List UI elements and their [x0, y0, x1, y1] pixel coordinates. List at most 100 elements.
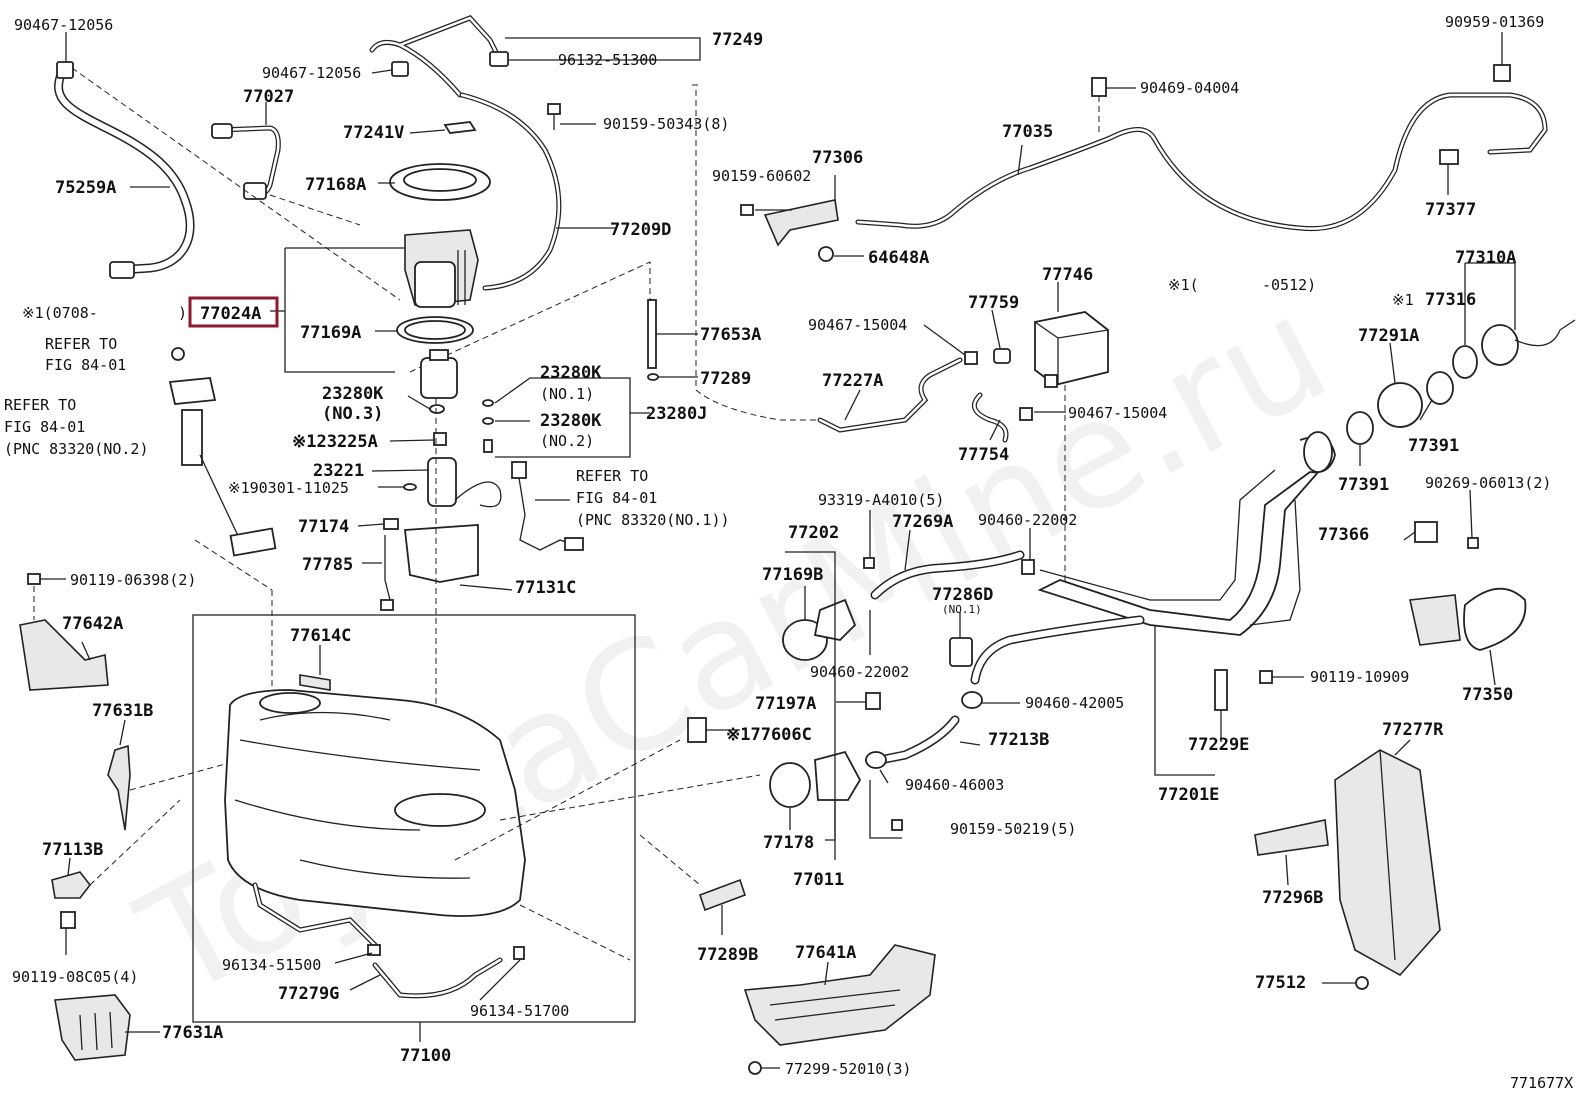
- bracket-77606c[interactable]: [687, 717, 707, 743]
- pump-cup-77131c[interactable]: [404, 524, 479, 583]
- gasket-77391[interactable]: [1346, 371, 1454, 445]
- label-part-77113b[interactable]: 77113B: [42, 840, 103, 860]
- sensor-77229e[interactable]: [1214, 669, 1228, 711]
- bolt-90159-50343[interactable]: [547, 103, 561, 130]
- label-part-90467-12056-b[interactable]: 90467-12056: [262, 64, 361, 82]
- label-part-64648a[interactable]: 64648A: [868, 248, 929, 268]
- label-part-77746[interactable]: 77746: [1042, 265, 1093, 285]
- label-part-77277r[interactable]: 77277R: [1382, 720, 1444, 740]
- label-part-96134-51500[interactable]: 96134-51500: [222, 956, 321, 974]
- label-part-90119-06398[interactable]: 90119-06398(2): [70, 571, 196, 589]
- label-part-90467-12056[interactable]: 90467-12056: [14, 16, 113, 34]
- oring-23280k[interactable]: [482, 399, 494, 453]
- label-part-77035[interactable]: 77035: [1002, 122, 1053, 142]
- label-part-90460-22002-b[interactable]: 90460-22002: [810, 663, 909, 681]
- label-part-77785[interactable]: 77785: [302, 555, 353, 575]
- label-part-90469-04004[interactable]: 90469-04004: [1140, 79, 1239, 97]
- label-part-96134-51700[interactable]: 96134-51700: [470, 1002, 569, 1020]
- cushion-23225a[interactable]: [433, 432, 447, 446]
- rod-77653a[interactable]: [647, 299, 659, 381]
- label-part-77299-52010[interactable]: 77299-52010(3): [785, 1060, 911, 1078]
- retainer-ring-77168a[interactable]: [389, 163, 491, 201]
- clamp-90460-42005[interactable]: [961, 691, 983, 709]
- pump-bracket-77024a[interactable]: [404, 229, 479, 308]
- label-part-90460-46003[interactable]: 90460-46003: [905, 776, 1004, 794]
- label-part-77227a[interactable]: 77227A: [822, 371, 883, 391]
- clamp-90467-15004[interactable]: [964, 351, 978, 365]
- bolt-90119-08c05[interactable]: [60, 911, 76, 929]
- label-part-77279g[interactable]: 77279G: [278, 984, 339, 1004]
- label-part-77631a[interactable]: 77631A: [162, 1023, 223, 1043]
- clip-77512[interactable]: [1355, 976, 1369, 990]
- label-part-90269-06013[interactable]: 90269-06013(2): [1425, 474, 1551, 492]
- label-part-77366[interactable]: 77366: [1318, 525, 1369, 545]
- label-part-77178[interactable]: 77178: [763, 833, 814, 853]
- gasket-77178[interactable]: [769, 762, 811, 808]
- hose-77027[interactable]: [211, 123, 281, 200]
- sender-gauge-77241v[interactable]: [443, 121, 477, 134]
- label-part-77377[interactable]: 77377: [1425, 200, 1476, 220]
- bracket-77306[interactable]: [763, 199, 839, 247]
- cap-77310a[interactable]: [1481, 319, 1576, 366]
- clamp-77197a[interactable]: [865, 692, 881, 710]
- label-part-90467-15004[interactable]: 90467-15004: [808, 316, 907, 334]
- clamp-90469-04004[interactable]: [1091, 77, 1107, 97]
- label-part-77653a[interactable]: 77653A: [700, 325, 761, 345]
- protector-77631a[interactable]: [54, 994, 131, 1061]
- clamp-90460-22002[interactable]: [1021, 559, 1035, 575]
- label-part-77249[interactable]: 77249: [712, 30, 763, 50]
- label-part-77606c[interactable]: ※177606C: [726, 725, 812, 745]
- label-part-77391-a[interactable]: 77391: [1408, 436, 1459, 456]
- label-part-77213b[interactable]: 77213B: [988, 730, 1049, 750]
- label-part-90460-22002[interactable]: 90460-22002: [978, 511, 1077, 529]
- label-part-23280j[interactable]: 23280J: [646, 404, 707, 424]
- label-part-90959-01369[interactable]: 90959-01369: [1445, 13, 1544, 31]
- label-part-77391-b[interactable]: 77391: [1338, 475, 1389, 495]
- label-part-77316[interactable]: 77316: [1425, 290, 1476, 310]
- fuel-tank-77100[interactable]: [224, 689, 526, 917]
- label-part-90301-11025[interactable]: ※190301-11025: [228, 479, 349, 497]
- bolt-90159-50219[interactable]: [891, 819, 903, 831]
- filter-23280k-no3[interactable]: [420, 349, 458, 414]
- label-part-93319-a4010[interactable]: 93319-A4010(5): [818, 491, 944, 509]
- label-part-90460-42005[interactable]: 90460-42005: [1025, 694, 1124, 712]
- clamp-90460-46003[interactable]: [865, 751, 887, 769]
- housing-77366[interactable]: [1414, 521, 1438, 543]
- label-part-77642a[interactable]: 77642A: [62, 614, 123, 634]
- label-part-90159-50343[interactable]: 90159-50343(8): [603, 115, 729, 133]
- label-part-77202[interactable]: 77202: [788, 523, 839, 543]
- label-part-23221[interactable]: 23221: [313, 461, 364, 481]
- hose-77269a[interactable]: [870, 550, 1025, 600]
- gasket-77169a[interactable]: [396, 316, 474, 344]
- filler-pipe-77201e[interactable]: [1037, 431, 1336, 636]
- ring-77291a[interactable]: [1377, 382, 1423, 428]
- label-part-77614c[interactable]: 77614C: [290, 626, 351, 646]
- label-part-96132-51300[interactable]: 96132-51300: [558, 51, 657, 69]
- label-part-23225a[interactable]: ※123225A: [292, 432, 378, 452]
- label-part-77289[interactable]: 77289: [700, 369, 751, 389]
- label-part-23280k-no1[interactable]: 23280K: [540, 363, 602, 383]
- label-part-23280k-no3[interactable]: 23280K: [322, 384, 384, 404]
- label-part-77641a[interactable]: 77641A: [795, 943, 856, 963]
- pad-77614c[interactable]: [299, 674, 331, 691]
- label-part-77512[interactable]: 77512: [1255, 973, 1306, 993]
- clamp-90467-15004-b[interactable]: [1019, 407, 1033, 421]
- label-part-77306[interactable]: 77306: [812, 148, 863, 168]
- hose-77213b[interactable]: [875, 615, 1145, 765]
- label-part-77197a[interactable]: 77197A: [755, 694, 816, 714]
- sender-gauge-pnc83320-no2[interactable]: [168, 347, 277, 557]
- label-part-77011[interactable]: 77011: [793, 870, 844, 890]
- label-part-90119-10909[interactable]: 90119-10909: [1310, 668, 1409, 686]
- label-part-90159-50219[interactable]: 90159-50219(5): [950, 820, 1076, 838]
- hose-77249[interactable]: [369, 15, 509, 98]
- bolt-90159-60602[interactable]: [740, 204, 754, 216]
- clip-77299-52010[interactable]: [748, 1061, 762, 1075]
- bracket-77296b[interactable]: [1254, 819, 1329, 856]
- label-part-77027[interactable]: 77027: [243, 87, 294, 107]
- label-part-77131c[interactable]: 77131C: [515, 578, 576, 598]
- label-part-90159-60602[interactable]: 90159-60602: [712, 167, 811, 185]
- fuel-door-77350[interactable]: [1409, 587, 1527, 651]
- bolt-90269-06013[interactable]: [1467, 537, 1479, 549]
- label-part-77169a[interactable]: 77169A: [300, 323, 361, 343]
- label-part-77286d[interactable]: 77286D: [932, 585, 993, 605]
